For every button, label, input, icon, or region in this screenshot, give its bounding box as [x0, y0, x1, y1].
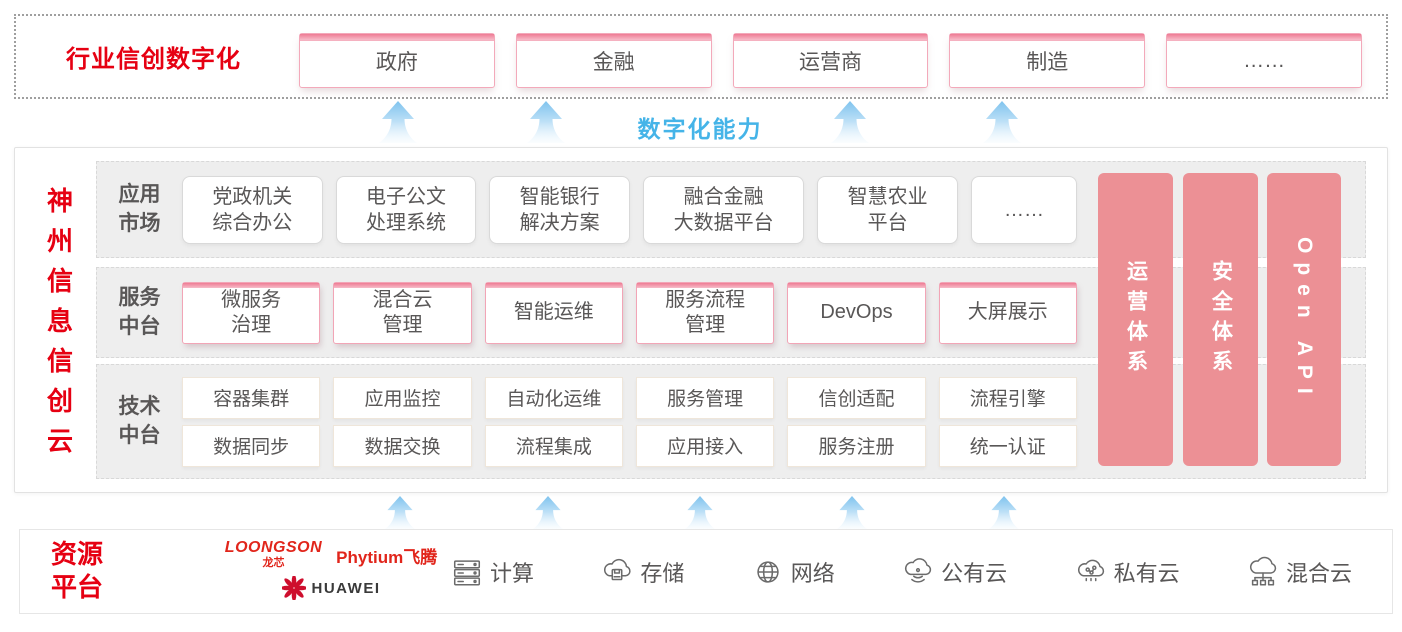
tech-box: 流程引擎 [938, 376, 1077, 419]
service-box: 微服务 治理 [182, 281, 321, 344]
tech-box: 数据同步 [182, 424, 321, 467]
tech-box: 流程集成 [484, 424, 623, 467]
service-platform-row: 服务 中台 微服务 治理 混合云 管理 智能运维 服务流程 管理 DevOps … [96, 267, 1366, 358]
industry-box: …… [1166, 33, 1362, 88]
industry-band-title: 行业信创数字化 [66, 46, 241, 73]
resource-list: 计算 存储 网络 [450, 530, 1352, 613]
network-globe-icon [757, 560, 779, 583]
platform-title: 神州信息信创云 [46, 186, 73, 456]
private-cloud-icon [1077, 559, 1104, 583]
app-box: 融合金融 大数据平台 [642, 175, 805, 244]
up-arrow-icon [379, 101, 417, 143]
tech-box: 应用监控 [333, 376, 472, 419]
app-box: 党政机关 综合办公 [182, 175, 323, 244]
up-arrow-icon [983, 101, 1021, 143]
vendor-logos: LOONGSON 龙芯 Phytium飞腾 [216, 540, 446, 600]
phytium-logo: Phytium飞腾 [336, 548, 438, 567]
tech-box: 应用接入 [635, 424, 775, 467]
tech-platform-row: 技术 中台 容器集群 应用监控 自动化运维 服务管理 信创适配 流程引擎 数据同… [96, 364, 1366, 479]
service-box: 服务流程 管理 [635, 281, 775, 344]
up-arrow-icon [527, 101, 565, 143]
operation-system-bar: 运营体系 [1098, 173, 1173, 466]
cloud-storage-icon [604, 558, 632, 580]
app-box-list: 党政机关 综合办公 电子公文 处理系统 智能银行 解决方案 融合金融 大数据平台… [182, 175, 1077, 244]
industry-box: 金融 [515, 33, 712, 88]
up-arrow-icon [831, 101, 869, 143]
huawei-logo: HUAWEI [216, 576, 446, 600]
industry-band: 行业信创数字化 政府 金融 运营商 制造 …… [14, 14, 1388, 99]
huawei-flower-icon [281, 576, 306, 600]
app-box: 电子公文 处理系统 [335, 175, 477, 244]
resource-item: 网络 [751, 555, 835, 589]
service-box: 混合云 管理 [333, 281, 472, 344]
tech-box-grid: 容器集群 应用监控 自动化运维 服务管理 信创适配 流程引擎 数据同步 数据交换… [182, 376, 1077, 467]
up-arrow-icon [533, 496, 563, 529]
service-box: 大屏展示 [938, 281, 1077, 344]
resource-item: 公有云 [901, 555, 1007, 589]
resource-item: 存储 [600, 555, 684, 589]
up-arrow-icon [385, 496, 415, 529]
service-box-list: 微服务 治理 混合云 管理 智能运维 服务流程 管理 DevOps 大屏展示 [182, 281, 1077, 344]
app-box: 智慧农业 平台 [817, 175, 958, 244]
tech-box: 服务管理 [635, 376, 775, 419]
app-market-row: 应用 市场 党政机关 综合办公 电子公文 处理系统 智能银行 解决方案 融合金融… [96, 161, 1366, 258]
up-arrow-icon [685, 496, 715, 529]
industry-box-list: 政府 金融 运营商 制造 …… [299, 33, 1362, 88]
public-cloud-icon [905, 557, 932, 583]
tech-box: 信创适配 [787, 376, 926, 419]
app-box: …… [971, 175, 1077, 244]
up-arrow-icon [837, 496, 867, 529]
security-system-bar: 安全体系 [1183, 173, 1258, 466]
service-box: DevOps [787, 281, 926, 344]
platform-panel: 神州信息信创云 应用 市场 党政机关 综合办公 电子公文 处理系统 智能银行 解… [14, 147, 1388, 493]
resource-item: 混合云 [1246, 555, 1352, 589]
loongson-logo: LOONGSON 龙芯 [224, 539, 323, 569]
resource-platform-title: 资源 平台 [51, 538, 104, 603]
industry-box: 运营商 [732, 33, 929, 88]
industry-box: 制造 [949, 33, 1146, 88]
app-box: 智能银行 解决方案 [489, 175, 630, 244]
row-label: 应用 市场 [118, 183, 161, 235]
tech-box: 统一认证 [938, 424, 1077, 467]
resource-item: 私有云 [1074, 555, 1180, 589]
server-rack-icon [453, 559, 481, 586]
row-label: 服务 中台 [118, 286, 161, 338]
capability-label: 数字化能力 [637, 116, 763, 142]
industry-box: 政府 [299, 33, 495, 88]
resource-item: 计算 [450, 555, 534, 589]
service-box: 智能运维 [484, 281, 623, 344]
open-api-bar: Open API [1267, 173, 1341, 466]
resource-platform-panel: 资源 平台 LOONGSON 龙芯 Phytium飞腾 [19, 529, 1393, 614]
row-label: 技术 中台 [118, 395, 161, 447]
hybrid-cloud-icon [1249, 556, 1277, 586]
tech-box: 服务注册 [787, 424, 926, 467]
tech-box: 数据交换 [333, 424, 472, 467]
tech-box: 容器集群 [182, 376, 321, 419]
tech-box: 自动化运维 [484, 376, 623, 419]
up-arrow-icon [989, 496, 1019, 529]
